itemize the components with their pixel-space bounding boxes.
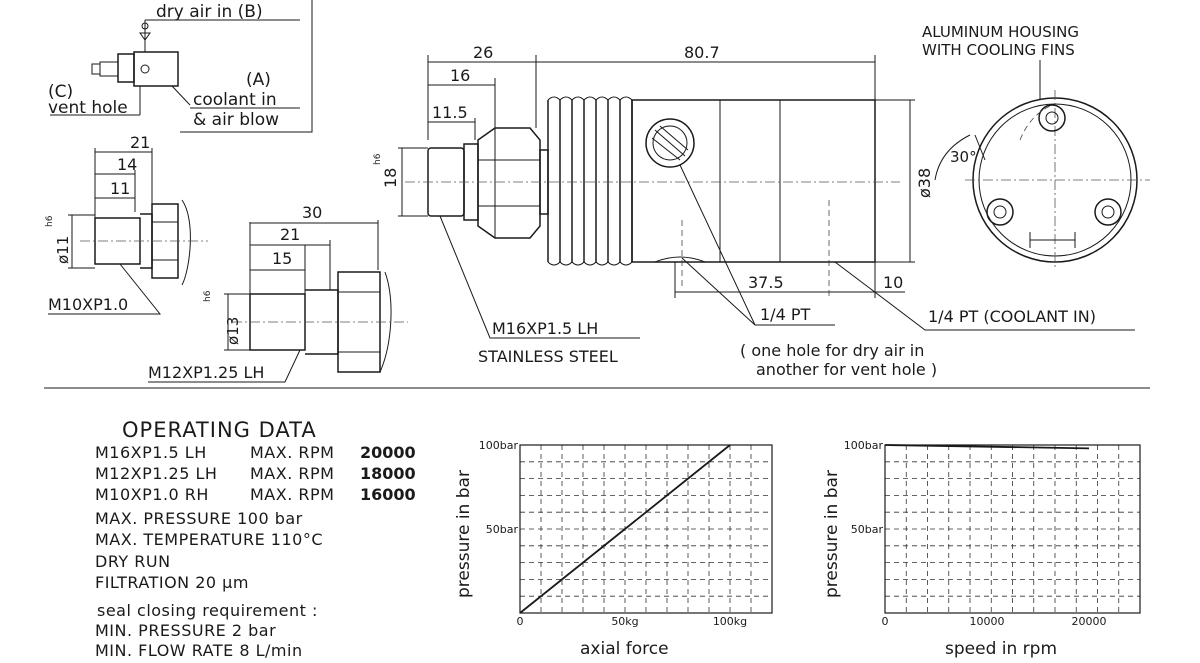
port-1-label: 1/4 PT bbox=[760, 305, 810, 324]
m12-dim-15: 15 bbox=[272, 249, 292, 268]
row-3-label: MAX. RPM bbox=[250, 485, 334, 504]
filtration: FILTRATION 20 µm bbox=[95, 573, 249, 592]
y-tick-label: 50bar bbox=[486, 523, 519, 536]
x-tick-label: 0 bbox=[882, 615, 889, 628]
operating-data-title: OPERATING DATA bbox=[122, 418, 317, 442]
m10-shaft-view: 21 14 11 ø11 h6 M10XP1.0 bbox=[45, 133, 208, 315]
vent-label-c: (C) bbox=[48, 82, 73, 102]
m12-dia-label: ø13 bbox=[224, 317, 242, 345]
dia-38: ø38 bbox=[915, 168, 934, 198]
operating-data: OPERATING DATA M16XP1.5 LH MAX. RPM 2000… bbox=[95, 418, 416, 660]
dim-80-7: 80.7 bbox=[684, 43, 720, 62]
chart-speed: pressure in bar speed in rpm 0 10000 20000… bbox=[822, 439, 1141, 659]
vent-hole-label: vent hole bbox=[48, 98, 128, 118]
note-line-2: another for vent hole ) bbox=[756, 360, 937, 379]
dim-10: 10 bbox=[883, 273, 903, 292]
row-2-model: M12XP1.25 LH bbox=[95, 464, 217, 483]
dim-16: 16 bbox=[450, 66, 470, 85]
main-side-view: 26 80.7 16 11.5 18 h6 bbox=[373, 43, 1135, 379]
dim-11-5: 11.5 bbox=[432, 103, 468, 122]
row-1-model: M16XP1.5 LH bbox=[95, 443, 207, 462]
note-line-1: ( one hole for dry air in bbox=[740, 341, 924, 360]
seal-title: seal closing requirement : bbox=[97, 601, 318, 620]
dim-37-5: 37.5 bbox=[748, 273, 784, 292]
dim-26: 26 bbox=[473, 43, 493, 62]
y-tick-label: 100bar bbox=[479, 439, 519, 452]
end-view: ALUMINUM HOUSING WITH COOLING FINS 30° bbox=[922, 23, 1150, 270]
y-tick-label: 100bar bbox=[844, 439, 884, 452]
row-2-label: MAX. RPM bbox=[250, 464, 334, 483]
row-3-rpm: 16000 bbox=[360, 485, 416, 504]
chart-1-ylabel: pressure in bar bbox=[454, 470, 474, 598]
port-2-label: 1/4 PT (COOLANT IN) bbox=[928, 307, 1096, 326]
plot-frame bbox=[519, 444, 773, 614]
m12-dim-21: 21 bbox=[280, 225, 300, 244]
coolant-in-label: coolant in bbox=[193, 90, 277, 110]
x-tick-label: 10000 bbox=[970, 615, 1005, 628]
m10-thread-label: M10XP1.0 bbox=[48, 295, 128, 314]
dry-air-in-label: dry air in (B) bbox=[156, 2, 263, 22]
material-label: STAINLESS STEEL bbox=[478, 347, 618, 366]
row-1-label: MAX. RPM bbox=[250, 443, 334, 462]
x-tick-label: 100kg bbox=[713, 615, 747, 628]
chart-2-xlabel: speed in rpm bbox=[945, 639, 1057, 659]
m10-dia-label: ø11 bbox=[54, 236, 72, 264]
row-3-model: M10XP1.0 RH bbox=[95, 485, 209, 504]
dim-18-tol: h6 bbox=[373, 153, 383, 165]
row-1-rpm: 20000 bbox=[360, 443, 416, 462]
y-tick-label: 50bar bbox=[851, 523, 884, 536]
m10-tol-label: h6 bbox=[45, 215, 55, 227]
m12-dim-30: 30 bbox=[302, 203, 322, 222]
air-blow-label: & air blow bbox=[193, 110, 279, 130]
series-line bbox=[519, 444, 731, 614]
min-flow: MIN. FLOW RATE 8 L/min bbox=[95, 641, 303, 660]
max-temperature: MAX. TEMPERATURE 110°C bbox=[95, 530, 323, 549]
chart-2-ylabel: pressure in bar bbox=[822, 470, 842, 598]
x-tick-label: 50kg bbox=[611, 615, 638, 628]
dim-18: 18 bbox=[381, 168, 400, 188]
x-tick-label: 20000 bbox=[1072, 615, 1107, 628]
row-2-rpm: 18000 bbox=[360, 464, 416, 483]
housing-label-1: ALUMINUM HOUSING bbox=[922, 23, 1079, 41]
m12-shaft-view: 30 21 15 ø13 h6 M12XP1.25 LH bbox=[148, 203, 408, 383]
series-line bbox=[884, 444, 1090, 450]
coolant-label-a: (A) bbox=[246, 70, 271, 90]
min-pressure: MIN. PRESSURE 2 bar bbox=[95, 621, 276, 640]
m12-tol-label: h6 bbox=[203, 290, 213, 302]
chart-axial-force: pressure in bar axial force 0 50kg 100kg 10… bbox=[454, 439, 773, 659]
chart-1-xlabel: axial force bbox=[580, 639, 669, 659]
dry-run: DRY RUN bbox=[95, 552, 171, 571]
angle-30: 30° bbox=[950, 148, 977, 166]
housing-label-2: WITH COOLING FINS bbox=[922, 41, 1075, 59]
thread-label: M16XP1.5 LH bbox=[492, 319, 598, 338]
m10-dim-21: 21 bbox=[130, 133, 150, 152]
m10-dim-14: 14 bbox=[117, 155, 137, 174]
connection-diagram: dry air in (B) (A) coolant in & air blow… bbox=[48, 0, 313, 133]
cooling-fins bbox=[547, 96, 633, 266]
m10-dim-11: 11 bbox=[110, 179, 130, 198]
m12-thread-label: M12XP1.25 LH bbox=[148, 363, 264, 382]
x-tick-label: 0 bbox=[517, 615, 524, 628]
max-pressure: MAX. PRESSURE 100 bar bbox=[95, 509, 303, 528]
plot-frame bbox=[884, 444, 1141, 614]
